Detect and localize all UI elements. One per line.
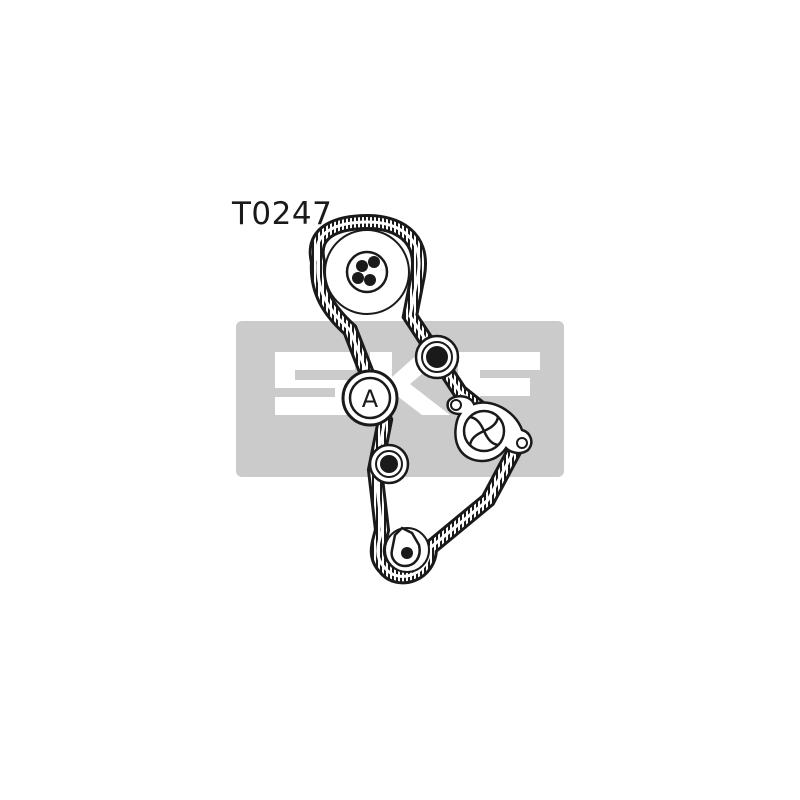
camshaft-sprocket bbox=[324, 229, 410, 315]
crankshaft-center bbox=[401, 547, 413, 559]
upper-idler-pulley bbox=[414, 334, 460, 380]
crankshaft-key-hub bbox=[390, 526, 421, 568]
tensioner-pulley: A bbox=[341, 369, 399, 427]
tensioner-label: A bbox=[362, 385, 379, 413]
crankshaft-sprocket bbox=[384, 526, 430, 573]
part-code-label: T0247 bbox=[232, 196, 333, 232]
belt-inner-line bbox=[315, 220, 522, 578]
impeller-vanes bbox=[468, 415, 500, 447]
camshaft-hub bbox=[345, 250, 389, 294]
water-pump bbox=[446, 395, 533, 463]
timing-belt bbox=[308, 213, 531, 585]
lower-idler-pulley bbox=[368, 443, 410, 485]
